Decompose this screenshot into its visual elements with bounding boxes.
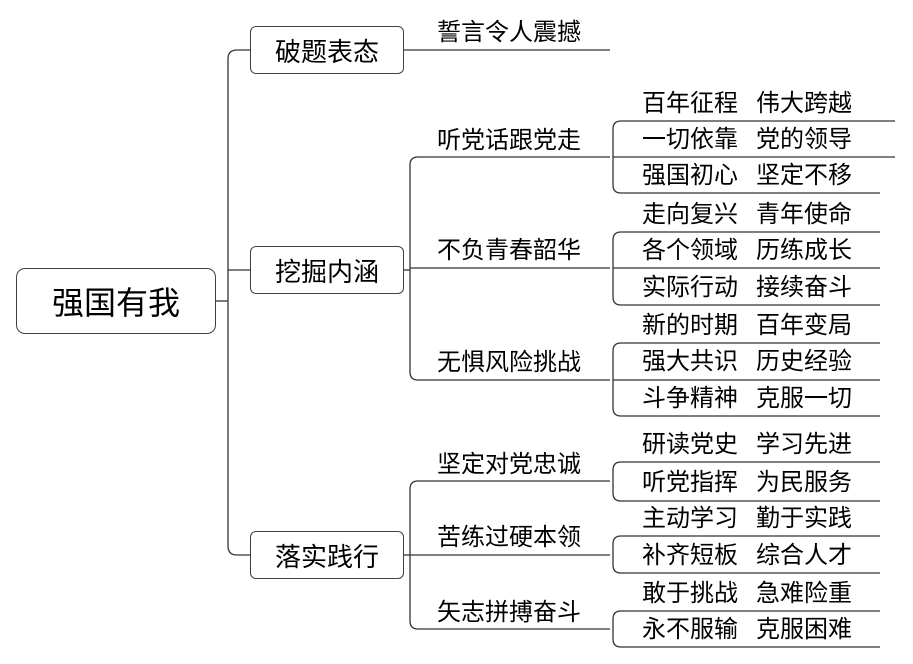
leaf-node: 走向复兴青年使命 bbox=[642, 200, 852, 228]
leaf-node: 各个领域历练成长 bbox=[642, 236, 852, 264]
root-node: 强国有我 bbox=[16, 268, 216, 334]
sub-node: 听党话跟党走 bbox=[437, 126, 581, 154]
sub-node: 无惧风险挑战 bbox=[437, 348, 581, 376]
branch-node-3: 落实践行 bbox=[250, 531, 404, 579]
leaf-node: 研读党史学习先进 bbox=[642, 430, 852, 458]
sub-node: 矢志拼搏奋斗 bbox=[437, 598, 581, 626]
leaf-node: 实际行动接续奋斗 bbox=[642, 273, 852, 301]
sub-node: 誓言令人震撼 bbox=[437, 18, 581, 46]
sub-node: 不负青春韶华 bbox=[437, 236, 581, 264]
branch-node-1: 破题表态 bbox=[250, 26, 404, 74]
branch-node-2: 挖掘内涵 bbox=[250, 246, 404, 294]
leaf-node: 强国初心坚定不移 bbox=[642, 161, 852, 189]
leaf-node: 新的时期百年变局 bbox=[642, 311, 852, 339]
leaf-node: 永不服输克服困难 bbox=[642, 615, 852, 643]
leaf-node: 强大共识历史经验 bbox=[642, 347, 852, 375]
sub-node: 苦练过硬本领 bbox=[437, 523, 581, 551]
leaf-node: 补齐短板综合人才 bbox=[642, 541, 852, 569]
leaf-node: 百年征程伟大跨越 bbox=[642, 89, 852, 117]
leaf-node: 斗争精神克服一切 bbox=[642, 384, 852, 412]
leaf-node: 主动学习勤于实践 bbox=[642, 504, 852, 532]
leaf-node: 听党指挥为民服务 bbox=[642, 468, 852, 496]
leaf-node: 敢于挑战急难险重 bbox=[642, 579, 852, 607]
sub-node: 坚定对党忠诚 bbox=[437, 450, 581, 478]
leaf-node: 一切依靠党的领导 bbox=[642, 125, 852, 153]
